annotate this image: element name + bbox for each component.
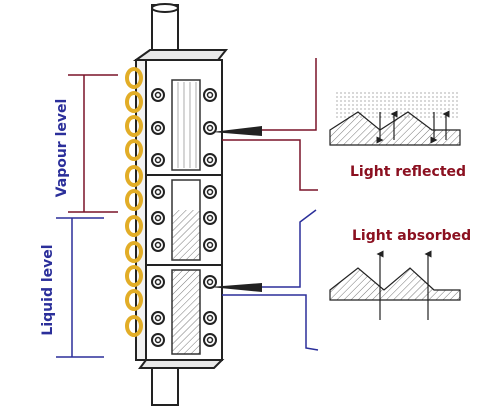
bolt [151, 275, 165, 289]
vapour-level-bracket [68, 74, 118, 213]
bolt [203, 275, 217, 289]
liquid-level-label: Liquid level [40, 244, 56, 335]
bolt-ring [125, 315, 143, 337]
bolt-ring [125, 67, 143, 89]
bolt [203, 333, 217, 347]
bolt [203, 121, 217, 135]
vapour-callout [212, 58, 318, 191]
light-reflected-label: Light reflected [350, 164, 466, 180]
bolt-ring [125, 215, 143, 237]
bolt [151, 311, 165, 325]
bolt-ring [125, 139, 143, 161]
bolt [151, 88, 165, 102]
bolt [203, 311, 217, 325]
bolt [151, 238, 165, 252]
light-absorbed-label: Light absorbed [352, 228, 471, 244]
bolt [203, 153, 217, 167]
bolt [203, 88, 217, 102]
bolt [151, 185, 165, 199]
liquid-level-bracket [56, 217, 104, 358]
bolt-ring [125, 189, 143, 211]
bolt [151, 121, 165, 135]
bolt-ring [125, 289, 143, 311]
gauge-glass-windows [171, 79, 201, 355]
gauge-bolts [151, 88, 217, 347]
bolt-ring [125, 115, 143, 137]
bolt [203, 238, 217, 252]
bolt-ring [125, 265, 143, 287]
bolt [151, 211, 165, 225]
bolt-rings [125, 67, 143, 337]
vapour-level-label: Vapour level [54, 99, 70, 198]
bolt [151, 333, 165, 347]
bolt-ring [125, 241, 143, 263]
bolt [151, 153, 165, 167]
bolt [203, 185, 217, 199]
light-reflected-detail [329, 90, 461, 146]
light-absorbed-detail [329, 250, 461, 320]
bolt [203, 211, 217, 225]
bolt-ring [125, 91, 143, 113]
liquid-callout [210, 209, 319, 351]
bolt-ring [125, 165, 143, 187]
